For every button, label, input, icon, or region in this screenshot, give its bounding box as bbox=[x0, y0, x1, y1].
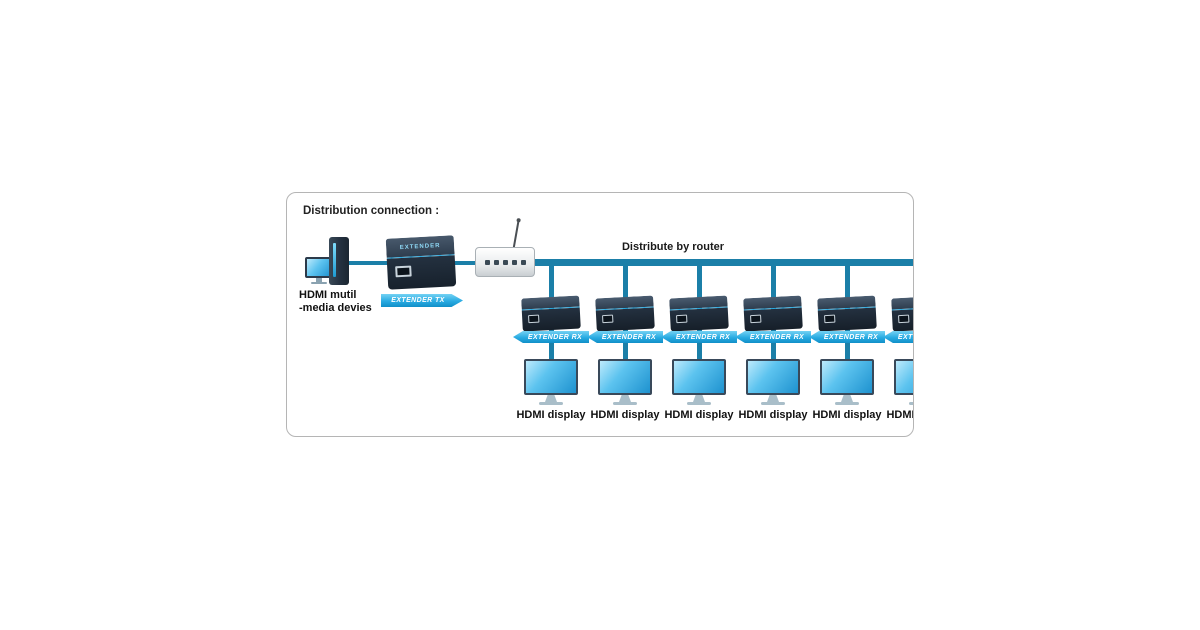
extender-rx-banner: EXTENDER RX bbox=[513, 331, 589, 343]
router-port-icon bbox=[493, 259, 499, 265]
extender-tx-banner: EXTENDER TX bbox=[381, 294, 463, 307]
rx-extender-device bbox=[669, 295, 729, 333]
monitor-stand bbox=[545, 395, 557, 402]
rx-column: EXTENDER RX HDMI display bbox=[807, 259, 887, 429]
rx-device-front bbox=[669, 307, 729, 332]
rx-banner-label: EXTENDER RX bbox=[601, 333, 657, 341]
monitor-screen bbox=[746, 359, 800, 395]
source-label-line2: -media devies bbox=[299, 302, 372, 314]
display-label: HDMI display bbox=[664, 409, 734, 421]
display-label: HDMI display bbox=[516, 409, 586, 421]
monitor-screen bbox=[672, 359, 726, 395]
hdmi-display-icon bbox=[746, 359, 800, 405]
rx-column: EXTENDER RX HDMI display bbox=[881, 259, 914, 429]
monitor-screen bbox=[524, 359, 578, 395]
rx-device-front bbox=[521, 307, 581, 332]
extender-rx-banner: EXTENDER RX bbox=[735, 331, 811, 343]
router-caption: Distribute by router bbox=[621, 241, 725, 253]
hdmi-display-icon bbox=[894, 359, 913, 405]
monitor-base bbox=[613, 402, 637, 405]
hdmi-display-icon bbox=[820, 359, 874, 405]
monitor-base bbox=[687, 402, 711, 405]
monitor-screen bbox=[598, 359, 652, 395]
router-antenna-icon bbox=[512, 221, 520, 249]
source-tower-icon bbox=[329, 237, 349, 285]
rx-device-top bbox=[891, 295, 913, 311]
rx-column: EXTENDER RX HDMI display bbox=[511, 259, 591, 429]
router-port-icon bbox=[484, 259, 490, 265]
monitor-stand bbox=[693, 395, 705, 402]
tx-device-text: EXTENDER bbox=[399, 242, 441, 251]
rx-device-front bbox=[743, 307, 803, 332]
tx-device-front bbox=[386, 255, 457, 290]
display-label: HDMI display bbox=[738, 409, 808, 421]
ethernet-port-icon bbox=[602, 314, 614, 324]
ethernet-port-icon bbox=[898, 314, 910, 324]
router-port-icon bbox=[511, 259, 517, 265]
ethernet-port-icon bbox=[528, 314, 540, 324]
rx-column: EXTENDER RX HDMI display bbox=[659, 259, 739, 429]
extender-rx-banner: EXTENDER RX bbox=[883, 331, 913, 343]
tx-extender-device: EXTENDER bbox=[385, 235, 457, 290]
extender-rx-banner: EXTENDER RX bbox=[809, 331, 885, 343]
monitor-stand bbox=[767, 395, 779, 402]
diagram-panel: Distribution connection : Distribute by … bbox=[286, 192, 914, 437]
ethernet-port-icon bbox=[676, 314, 688, 324]
display-label: HDMI display bbox=[886, 409, 914, 421]
rx-banner-label: EXTENDER RX bbox=[527, 333, 583, 341]
hdmi-display-icon bbox=[524, 359, 578, 405]
source-label: HDMI mutil -media devies bbox=[299, 289, 389, 315]
router-icon bbox=[475, 247, 535, 277]
rx-device-front bbox=[817, 307, 877, 332]
display-label: HDMI display bbox=[590, 409, 660, 421]
rx-banner-label: EXTENDER RX bbox=[675, 333, 731, 341]
source-monitor-base bbox=[311, 282, 327, 284]
rx-extender-device bbox=[891, 295, 913, 333]
monitor-base bbox=[539, 402, 563, 405]
source-monitor-icon bbox=[305, 257, 333, 284]
rx-column: EXTENDER RX HDMI display bbox=[733, 259, 813, 429]
rx-device-front bbox=[891, 307, 913, 332]
router-port-icon bbox=[502, 259, 508, 265]
extender-rx-banner: EXTENDER RX bbox=[661, 331, 737, 343]
ethernet-port-icon bbox=[395, 265, 412, 278]
monitor-stand bbox=[619, 395, 631, 402]
ethernet-port-icon bbox=[824, 314, 836, 324]
monitor-base bbox=[909, 402, 913, 405]
tx-banner-label: EXTENDER TX bbox=[391, 297, 445, 304]
rx-banner-label: EXTENDER RX bbox=[897, 333, 913, 341]
router-port-icon bbox=[520, 259, 526, 265]
hdmi-display-icon bbox=[672, 359, 726, 405]
rx-extender-device bbox=[521, 295, 581, 333]
source-monitor-stand bbox=[316, 278, 322, 282]
display-label: HDMI display bbox=[812, 409, 882, 421]
monitor-base bbox=[835, 402, 859, 405]
rx-banner-label: EXTENDER RX bbox=[823, 333, 879, 341]
hdmi-display-icon bbox=[598, 359, 652, 405]
rx-banner-label: EXTENDER RX bbox=[749, 333, 805, 341]
rx-device-front bbox=[595, 307, 655, 332]
monitor-screen bbox=[894, 359, 913, 395]
monitor-base bbox=[761, 402, 785, 405]
rx-extender-device bbox=[743, 295, 803, 333]
monitor-screen bbox=[820, 359, 874, 395]
panel-title: Distribution connection : bbox=[303, 205, 440, 217]
rx-extender-device bbox=[595, 295, 655, 333]
rx-extender-device bbox=[817, 295, 877, 333]
source-label-line1: HDMI mutil bbox=[299, 289, 357, 301]
monitor-stand bbox=[841, 395, 853, 402]
rx-column: EXTENDER RX HDMI display bbox=[585, 259, 665, 429]
tower-led-stripe bbox=[333, 243, 336, 277]
ethernet-port-icon bbox=[750, 314, 762, 324]
extender-rx-banner: EXTENDER RX bbox=[587, 331, 663, 343]
router-distribution-line bbox=[529, 259, 913, 266]
